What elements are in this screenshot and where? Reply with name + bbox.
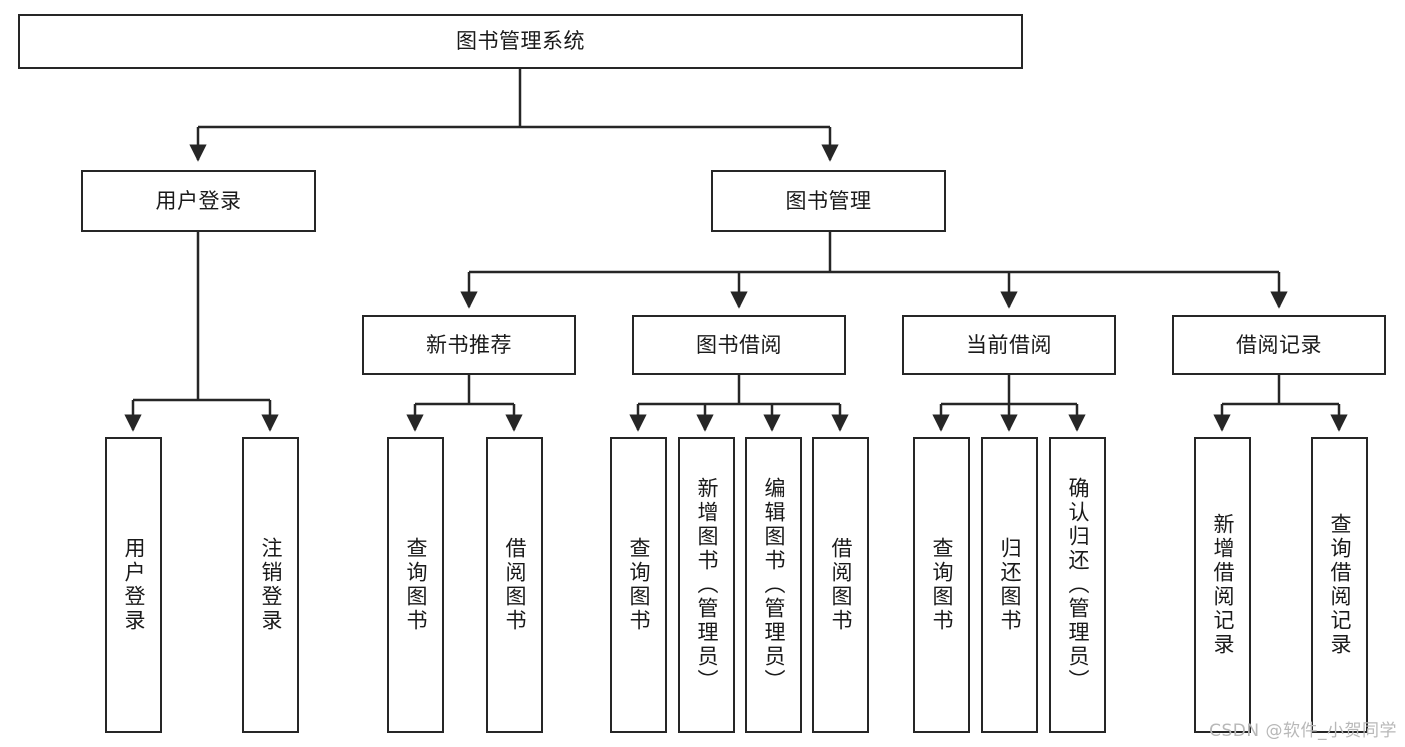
node-user-login[interactable]: 用户登录 — [81, 170, 316, 232]
node-book-management-label: 图书管理 — [785, 188, 872, 213]
leaf-book-borrow-query-book[interactable]: 查询图书 — [610, 437, 667, 733]
node-book-borrow-label: 图书借阅 — [696, 332, 782, 357]
node-current-borrow-label: 当前借阅 — [966, 332, 1052, 357]
node-new-book-recommend[interactable]: 新书推荐 — [362, 315, 576, 375]
node-new-book-recommend-label: 新书推荐 — [426, 332, 512, 357]
watermark: CSDN @软件_小贺同学 — [1209, 721, 1397, 741]
node-borrow-record-label: 借阅记录 — [1236, 332, 1322, 357]
node-book-borrow[interactable]: 图书借阅 — [632, 315, 846, 375]
node-root[interactable]: 图书管理系统 — [18, 14, 1023, 69]
leaf-book-borrow-edit-book[interactable]: 编辑图书（管理员） — [745, 437, 802, 733]
leaf-label: 查询图书 — [930, 537, 954, 633]
node-user-login-label: 用户登录 — [155, 188, 242, 213]
leaf-label: 确认归还（管理员） — [1066, 477, 1090, 693]
node-current-borrow[interactable]: 当前借阅 — [902, 315, 1116, 375]
leaf-label: 用户登录 — [122, 537, 146, 633]
leaf-new-book-borrow-book[interactable]: 借阅图书 — [486, 437, 543, 733]
leaf-borrow-record-query-record[interactable]: 查询借阅记录 — [1311, 437, 1368, 733]
leaf-current-borrow-confirm-return[interactable]: 确认归还（管理员） — [1049, 437, 1106, 733]
node-borrow-record[interactable]: 借阅记录 — [1172, 315, 1386, 375]
node-root-label: 图书管理系统 — [456, 29, 585, 54]
leaf-user-login-login[interactable]: 用户登录 — [105, 437, 162, 733]
leaf-new-book-query-book[interactable]: 查询图书 — [387, 437, 444, 733]
leaf-label: 新增图书（管理员） — [695, 477, 719, 693]
leaf-label: 借阅图书 — [503, 537, 527, 633]
leaf-book-borrow-add-book[interactable]: 新增图书（管理员） — [678, 437, 735, 733]
leaf-current-borrow-query-book[interactable]: 查询图书 — [913, 437, 970, 733]
leaf-borrow-record-add-record[interactable]: 新增借阅记录 — [1194, 437, 1251, 733]
leaf-label: 编辑图书（管理员） — [762, 477, 786, 693]
leaf-book-borrow-borrow-book[interactable]: 借阅图书 — [812, 437, 869, 733]
leaf-user-login-logout[interactable]: 注销登录 — [242, 437, 299, 733]
node-book-management[interactable]: 图书管理 — [711, 170, 946, 232]
leaf-label: 注销登录 — [259, 537, 283, 633]
leaf-label: 查询图书 — [627, 537, 651, 633]
leaf-label: 借阅图书 — [829, 537, 853, 633]
leaf-label: 查询借阅记录 — [1328, 513, 1352, 657]
leaf-current-borrow-return-book[interactable]: 归还图书 — [981, 437, 1038, 733]
leaf-label: 新增借阅记录 — [1211, 513, 1235, 657]
leaf-label: 归还图书 — [998, 537, 1022, 633]
leaf-label: 查询图书 — [404, 537, 428, 633]
